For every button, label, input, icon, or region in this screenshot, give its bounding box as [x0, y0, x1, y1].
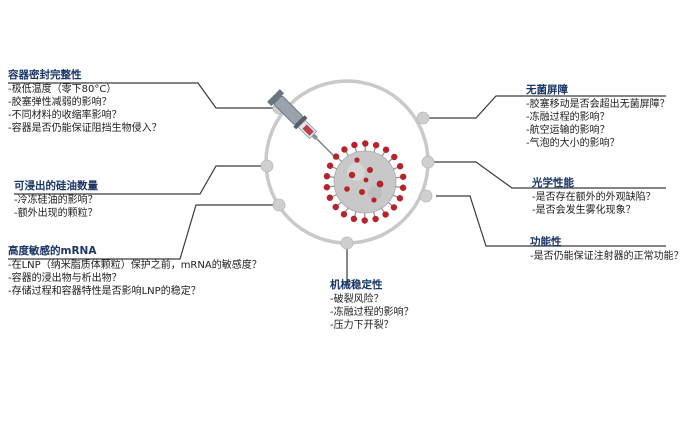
- block-item: -是否仍能保证注射器的正常功能？: [530, 251, 684, 262]
- block-item: -额外出现的颗粒？: [14, 208, 98, 219]
- connector-container-integrity: [8, 82, 279, 109]
- virus-spike-head: [372, 141, 380, 149]
- virus-spike-head: [399, 184, 407, 191]
- virus-spike-head: [362, 140, 369, 147]
- block-mechanical: 机械稳定性 -破裂风险？ -冻融过程的影响？ -压力下开裂？: [330, 279, 414, 332]
- ring-node: [421, 155, 435, 169]
- virus-spike-head: [372, 215, 379, 223]
- block-item: -气泡的大小的影响？: [526, 138, 620, 149]
- ring-node: [340, 236, 354, 250]
- block-sterile-barrier: 无菌屏障 -胶塞移动是否会超出无菌屏障？ -冻融过程的影响？ -航空运输的影响？…: [526, 84, 670, 150]
- connector-functionality: [436, 195, 666, 247]
- virus-spike-head: [350, 215, 358, 223]
- block-item: -胶塞移动是否会超出无菌屏障？: [526, 99, 670, 110]
- block-title: 无菌屏障: [526, 84, 568, 96]
- virus-spike-head: [332, 203, 339, 211]
- block-item: -在LNP（纳米脂质体颗粒）保护之前，mRNA的敏感度？: [8, 260, 262, 271]
- virus-spike-head: [340, 211, 348, 218]
- ring-node: [260, 159, 274, 173]
- block-item: -是否存在额外的外观缺陷？: [532, 192, 656, 203]
- virus-surface-dots: [344, 157, 384, 203]
- block-title: 机械稳定性: [330, 279, 383, 291]
- virus-spike-head: [326, 194, 334, 201]
- virus-spike-head: [323, 173, 331, 180]
- block-item: -存储过程和容器特性是否影响LNP的稳定？: [8, 286, 201, 297]
- connector-sterile-barrier: [429, 95, 666, 119]
- block-optical: 光学性能 -是否存在额外的外观缺陷？ -是否会发生雾化现象？: [532, 177, 656, 217]
- block-title: 功能性: [530, 236, 562, 248]
- virus-spike-head: [341, 146, 348, 153]
- block-mrna: 高度敏感的mRNA -在LNP（纳米脂质体颗粒）保护之前，mRNA的敏感度？ -…: [8, 245, 262, 298]
- connectors: [8, 82, 666, 284]
- block-item: -压力下开裂？: [330, 320, 394, 331]
- block-item: -容器是否仍能保证阻挡生物侵入？: [8, 123, 162, 134]
- virus-spike-head: [399, 173, 407, 180]
- block-item: -极低温度（零下80°C）: [8, 84, 117, 95]
- block-item: -是否会发生雾化现象？: [532, 205, 636, 216]
- block-title: 容器密封完整性: [8, 69, 82, 81]
- block-functionality: 功能性 -是否仍能保证注射器的正常功能？: [530, 236, 684, 263]
- virus-icon: [323, 140, 407, 224]
- virus-spike-head: [332, 153, 340, 160]
- block-container-integrity: 容器密封完整性 -极低温度（零下80°C） -胶塞弹性减弱的影响？ -不同材料的…: [8, 69, 162, 135]
- block-item: -冻融过程的影响？: [526, 112, 610, 123]
- virus-spike-head: [361, 217, 368, 224]
- virus-spike-head: [382, 211, 389, 218]
- virus-spike-head: [396, 195, 404, 202]
- connector-mrna: [8, 204, 275, 260]
- block-silicone-oil: 可浸出的硅油数量 -冷冻硅油的影响？ -额外出现的颗粒？: [14, 180, 98, 220]
- block-item: -冻融过程的影响？: [330, 307, 414, 318]
- block-title: 高度敏感的mRNA: [8, 245, 97, 257]
- ring-node: [272, 198, 286, 212]
- virus-spike-head: [351, 141, 358, 149]
- ring-node: [416, 111, 430, 125]
- virus-spike-head: [396, 163, 404, 170]
- virus-spike-head: [326, 162, 334, 169]
- block-item: -冷冻硅油的影响？: [14, 195, 98, 206]
- block-item: -容器的浸出物与析出物？: [8, 273, 122, 284]
- virus-spike-head: [323, 184, 331, 191]
- block-item: -不同材料的收缩率影响？: [8, 110, 122, 121]
- block-item: -航空运输的影响？: [526, 125, 610, 136]
- block-title: 光学性能: [532, 177, 574, 189]
- connector-silicone-oil: [14, 165, 261, 195]
- virus-spike-head: [391, 153, 398, 161]
- virus-spike-head: [382, 146, 390, 153]
- block-title: 可浸出的硅油数量: [14, 180, 98, 192]
- ring-node: [419, 189, 433, 203]
- connector-optical: [434, 161, 666, 189]
- virus-spike-head: [390, 204, 398, 211]
- syringe-icon: [267, 89, 335, 157]
- block-item: -胶塞弹性减弱的影响？: [8, 97, 112, 108]
- virus-spikes: [323, 140, 407, 224]
- block-item: -破裂风险？: [330, 294, 384, 305]
